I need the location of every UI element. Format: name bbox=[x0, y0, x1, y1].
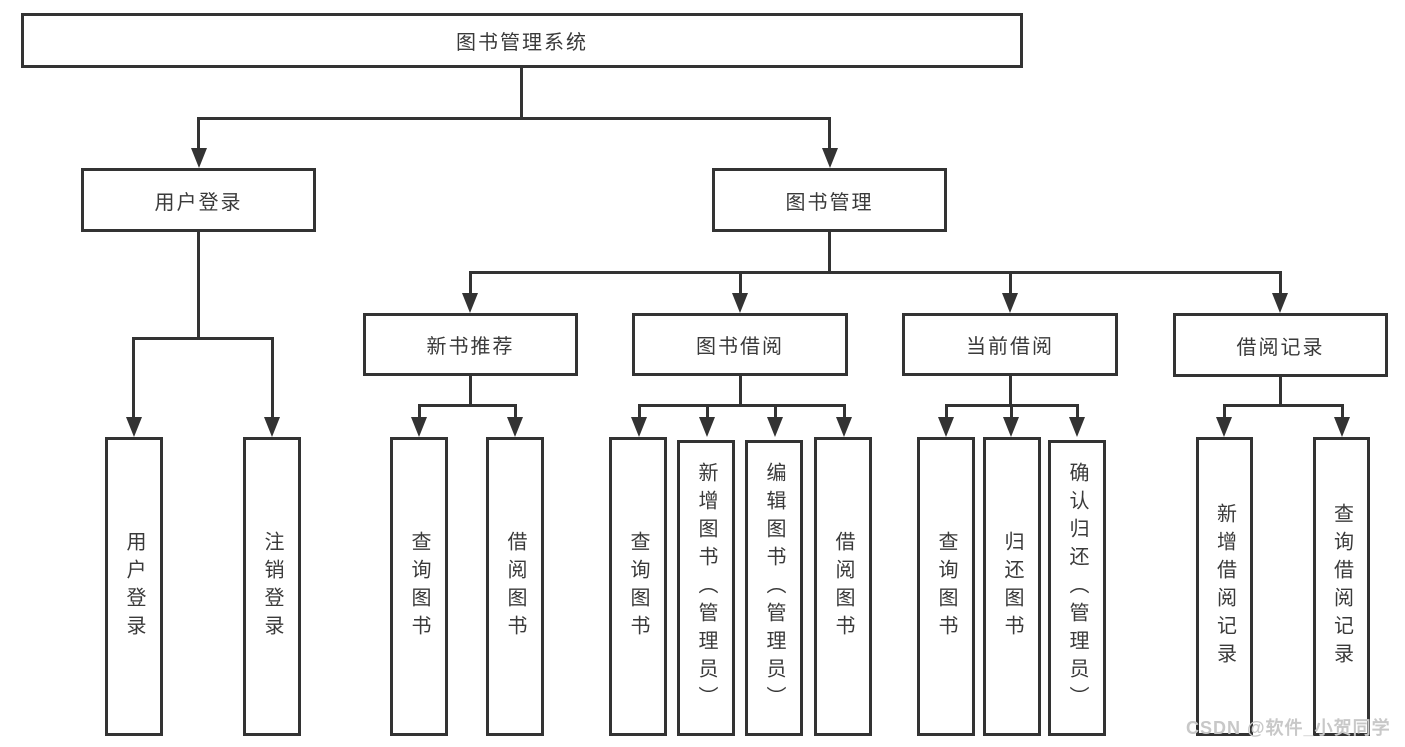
arrowhead-icon bbox=[1272, 293, 1288, 313]
connector-line bbox=[1009, 271, 1012, 297]
connector-line bbox=[706, 404, 709, 420]
node-label: 图书管理系统 bbox=[456, 32, 588, 54]
node-label: 借阅图书 bbox=[832, 530, 854, 643]
node-book-management: 图书管理 bbox=[712, 168, 947, 232]
arrowhead-icon bbox=[1003, 417, 1019, 437]
leaf-logout: 注销登录 bbox=[243, 437, 301, 736]
leaf-user-login: 用户登录 bbox=[105, 437, 163, 736]
node-label: 查询借阅记录 bbox=[1330, 502, 1353, 671]
connector-line bbox=[1279, 377, 1282, 407]
connector-line bbox=[828, 117, 831, 150]
node-label: 新增借阅记录 bbox=[1213, 502, 1236, 671]
node-label: 确认归还（管理员） bbox=[1066, 462, 1088, 714]
arrowhead-icon bbox=[191, 148, 207, 168]
leaf-borrowing-borrow-books: 借阅图书 bbox=[814, 437, 872, 736]
arrowhead-icon bbox=[1334, 417, 1350, 437]
leaf-newbooks-query-books: 查询图书 bbox=[390, 437, 448, 736]
node-label: 编辑图书（管理员） bbox=[763, 462, 785, 714]
connector-line bbox=[197, 117, 831, 120]
connector-line bbox=[418, 404, 517, 407]
leaf-records-add-record: 新增借阅记录 bbox=[1196, 437, 1253, 736]
connector-line bbox=[132, 337, 274, 340]
connector-line bbox=[418, 404, 421, 420]
node-label: 借阅记录 bbox=[1236, 336, 1325, 359]
connector-line bbox=[945, 404, 948, 420]
connector-line bbox=[774, 404, 777, 420]
connector-line bbox=[739, 375, 742, 407]
node-label: 图书借阅 bbox=[696, 336, 784, 358]
arrowhead-icon bbox=[1002, 293, 1018, 313]
node-label: 用户登录 bbox=[123, 530, 145, 643]
connector-line bbox=[520, 68, 523, 119]
leaf-borrowing-query-books: 查询图书 bbox=[609, 437, 667, 736]
connector-line bbox=[739, 271, 742, 297]
connector-line bbox=[638, 404, 641, 420]
connector-line bbox=[1341, 404, 1344, 420]
leaf-current-query-books: 查询图书 bbox=[917, 437, 975, 736]
leaf-borrowing-add-books-admin: 新增图书（管理员） bbox=[677, 440, 735, 736]
connector-line bbox=[1009, 375, 1012, 407]
connector-line bbox=[469, 375, 472, 407]
arrowhead-icon bbox=[836, 417, 852, 437]
arrowhead-icon bbox=[1069, 417, 1085, 437]
leaf-newbooks-borrow-books: 借阅图书 bbox=[486, 437, 544, 736]
arrowhead-icon bbox=[938, 417, 954, 437]
arrowhead-icon bbox=[462, 293, 478, 313]
arrowhead-icon bbox=[1216, 417, 1232, 437]
node-label: 查询图书 bbox=[408, 530, 430, 643]
connector-line bbox=[197, 232, 200, 340]
connector-line bbox=[514, 404, 517, 420]
connector-line bbox=[197, 117, 200, 150]
node-current-borrowing: 当前借阅 bbox=[902, 313, 1118, 376]
connector-line bbox=[1010, 404, 1013, 420]
csdn-watermark: CSDN @软件_小贺同学 bbox=[1186, 718, 1391, 738]
connector-line bbox=[828, 232, 831, 274]
node-label: 当前借阅 bbox=[966, 336, 1054, 358]
arrowhead-icon bbox=[264, 417, 280, 437]
node-root-library-system: 图书管理系统 bbox=[21, 13, 1023, 68]
connector-line bbox=[843, 404, 846, 420]
node-label: 归还图书 bbox=[1001, 530, 1023, 643]
arrowhead-icon bbox=[822, 148, 838, 168]
connector-line bbox=[271, 337, 274, 420]
arrowhead-icon bbox=[126, 417, 142, 437]
connector-line bbox=[1223, 404, 1344, 407]
connector-line bbox=[1279, 271, 1282, 297]
connector-line bbox=[469, 271, 1282, 274]
leaf-current-confirm-return-admin: 确认归还（管理员） bbox=[1048, 440, 1106, 736]
arrowhead-icon bbox=[732, 293, 748, 313]
connector-line bbox=[1076, 404, 1079, 420]
leaf-records-query-record: 查询借阅记录 bbox=[1313, 437, 1370, 736]
node-label: 图书管理 bbox=[785, 191, 874, 214]
connector-line bbox=[132, 337, 135, 420]
leaf-borrowing-edit-books-admin: 编辑图书（管理员） bbox=[745, 440, 803, 736]
node-label: 新增图书（管理员） bbox=[695, 462, 717, 714]
connector-line bbox=[469, 271, 472, 297]
node-label: 用户登录 bbox=[154, 191, 243, 214]
node-label: 查询图书 bbox=[935, 530, 957, 643]
arrowhead-icon bbox=[699, 417, 715, 437]
arrowhead-icon bbox=[631, 417, 647, 437]
arrowhead-icon bbox=[507, 417, 523, 437]
connector-line bbox=[638, 404, 846, 407]
node-label: 借阅图书 bbox=[504, 530, 526, 643]
node-label: 新书推荐 bbox=[426, 336, 515, 358]
node-new-book-recommend: 新书推荐 bbox=[363, 313, 578, 376]
node-book-borrowing: 图书借阅 bbox=[632, 313, 848, 376]
node-label: 查询图书 bbox=[627, 530, 649, 643]
node-user-login: 用户登录 bbox=[81, 168, 316, 232]
node-borrowing-records: 借阅记录 bbox=[1173, 313, 1388, 377]
connector-line bbox=[1223, 404, 1226, 420]
node-label: 注销登录 bbox=[261, 530, 283, 643]
arrowhead-icon bbox=[767, 417, 783, 437]
arrowhead-icon bbox=[411, 417, 427, 437]
leaf-current-return-books: 归还图书 bbox=[983, 437, 1041, 736]
